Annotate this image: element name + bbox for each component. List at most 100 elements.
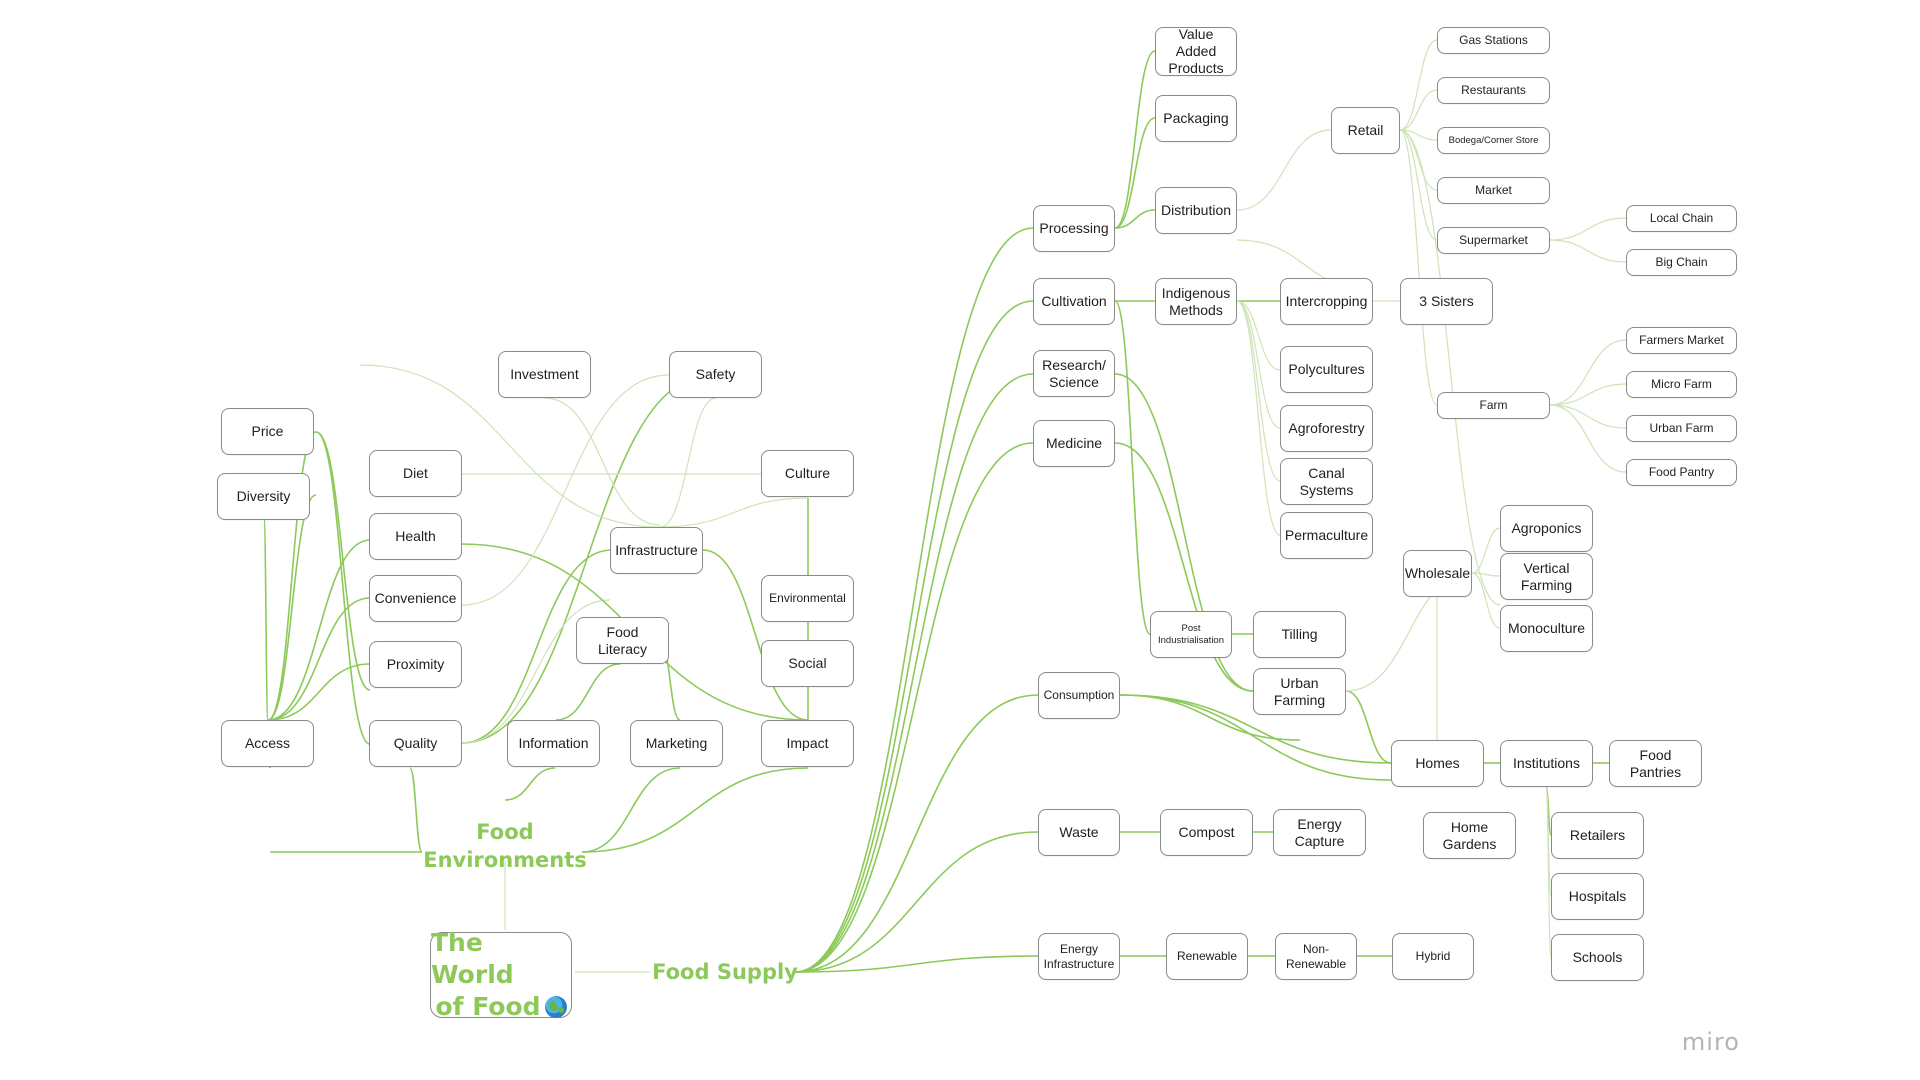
node-consumption[interactable]: Consumption — [1038, 672, 1120, 719]
miro-watermark: miro — [1681, 1028, 1740, 1056]
node-urban-farming[interactable]: Urban Farming — [1253, 668, 1346, 715]
connector-edge — [659, 397, 717, 528]
node-diet[interactable]: Diet — [369, 450, 462, 497]
node-schools[interactable]: Schools — [1551, 934, 1644, 981]
node-3-sisters[interactable]: 3 Sisters — [1400, 278, 1493, 325]
connector-edge — [1471, 572, 1501, 577]
root-node-world-of-food[interactable]: The World of Food — [430, 928, 572, 1021]
connector-edge — [1399, 89, 1438, 131]
node-polycultures[interactable]: Polycultures — [1280, 346, 1373, 393]
node-agroponics[interactable]: Agroponics — [1500, 505, 1593, 552]
node-environmental[interactable]: Environmental — [761, 575, 854, 622]
node-distribution[interactable]: Distribution — [1155, 187, 1237, 234]
node-safety[interactable]: Safety — [669, 351, 762, 398]
node-institutions[interactable]: Institutions — [1500, 740, 1593, 787]
connector-edge — [267, 663, 371, 721]
node-intercropping[interactable]: Intercropping — [1280, 278, 1373, 325]
connector-edge — [267, 494, 317, 721]
connector-edge — [581, 767, 809, 853]
connector-edge — [659, 497, 809, 528]
node-research-science[interactable]: Research/ Science — [1033, 350, 1115, 397]
node-farmers-market[interactable]: Farmers Market — [1626, 327, 1737, 354]
node-hospitals[interactable]: Hospitals — [1551, 873, 1644, 920]
node-micro-farm[interactable]: Micro Farm — [1626, 371, 1737, 398]
node-vertical-farming[interactable]: Vertical Farming — [1500, 553, 1593, 600]
node-health[interactable]: Health — [369, 513, 462, 560]
node-energy-infrastructure[interactable]: Energy Infrastructure — [1038, 933, 1120, 980]
connector-edge — [461, 599, 611, 744]
node-proximity[interactable]: Proximity — [369, 641, 462, 688]
node-restaurants[interactable]: Restaurants — [1437, 77, 1550, 104]
connector-edge — [1399, 129, 1438, 141]
node-big-chain[interactable]: Big Chain — [1626, 249, 1737, 276]
node-access[interactable]: Access — [221, 720, 314, 767]
node-home-gardens[interactable]: Home Gardens — [1423, 812, 1516, 859]
connector-edge — [1399, 39, 1438, 131]
node-market[interactable]: Market — [1437, 177, 1550, 204]
node-packaging[interactable]: Packaging — [1155, 95, 1237, 142]
node-supermarket[interactable]: Supermarket — [1437, 227, 1550, 254]
node-tilling[interactable]: Tilling — [1253, 611, 1346, 658]
branch-food-environments[interactable]: Food Environments — [423, 820, 587, 872]
connector-edge — [1236, 300, 1281, 536]
node-medicine[interactable]: Medicine — [1033, 420, 1115, 467]
node-retail[interactable]: Retail — [1331, 107, 1400, 154]
connector-edge — [794, 831, 1039, 973]
node-hybrid[interactable]: Hybrid — [1392, 933, 1474, 980]
node-information[interactable]: Information — [507, 720, 600, 767]
node-monoculture[interactable]: Monoculture — [1500, 605, 1593, 652]
node-impact[interactable]: Impact — [761, 720, 854, 767]
connector-edge — [409, 767, 423, 853]
node-marketing[interactable]: Marketing — [630, 720, 723, 767]
connector-edge — [267, 597, 371, 721]
node-value-added-products[interactable]: Value Added Products — [1155, 26, 1237, 76]
node-culture[interactable]: Culture — [761, 450, 854, 497]
branch-food-supply[interactable]: Food Supply — [652, 960, 798, 984]
node-gas-stations[interactable]: Gas Stations — [1437, 27, 1550, 54]
connector-edge — [544, 397, 661, 526]
connector-edge — [1236, 300, 1281, 371]
node-food-pantry[interactable]: Food Pantry — [1626, 459, 1737, 486]
node-farm[interactable]: Farm — [1437, 392, 1550, 419]
connector-edge — [1345, 690, 1392, 764]
node-agroforestry[interactable]: Agroforestry — [1280, 405, 1373, 452]
node-bodega-corner-store[interactable]: Bodega/Corner Store — [1437, 127, 1550, 154]
node-canal-systems[interactable]: Canal Systems — [1280, 458, 1373, 505]
connector-edge — [1114, 209, 1156, 229]
node-quality[interactable]: Quality — [369, 720, 462, 767]
node-waste[interactable]: Waste — [1038, 809, 1120, 856]
connector-edge — [1114, 50, 1156, 229]
connector-edge — [1119, 694, 1392, 781]
node-food-literacy[interactable]: Food Literacy — [576, 617, 669, 664]
node-local-chain[interactable]: Local Chain — [1626, 205, 1737, 232]
node-indigenous-methods[interactable]: Indigenous Methods — [1155, 278, 1237, 325]
connector-edge — [1549, 404, 1627, 429]
node-renewable[interactable]: Renewable — [1166, 933, 1248, 980]
node-urban-farm[interactable]: Urban Farm — [1626, 415, 1737, 442]
node-retailers[interactable]: Retailers — [1551, 812, 1644, 859]
node-processing[interactable]: Processing — [1033, 205, 1115, 252]
connector-edge — [1114, 442, 1254, 692]
node-non-renewable[interactable]: Non- Renewable — [1275, 933, 1357, 980]
connector-edge — [794, 300, 1034, 973]
connector-edge — [794, 227, 1034, 973]
node-energy-capture[interactable]: Energy Capture — [1273, 809, 1366, 856]
connector-edge — [1114, 300, 1151, 635]
node-cultivation[interactable]: Cultivation — [1033, 278, 1115, 325]
node-infrastructure[interactable]: Infrastructure — [610, 527, 703, 574]
node-wholesale[interactable]: Wholesale — [1403, 550, 1472, 597]
node-convenience[interactable]: Convenience — [369, 575, 462, 622]
node-diversity[interactable]: Diversity — [217, 473, 310, 520]
connector-edge — [461, 374, 670, 606]
node-price[interactable]: Price — [221, 408, 314, 455]
node-homes[interactable]: Homes — [1391, 740, 1484, 787]
node-social[interactable]: Social — [761, 640, 854, 687]
connector-edge — [504, 767, 556, 801]
node-permaculture[interactable]: Permaculture — [1280, 512, 1373, 559]
node-compost[interactable]: Compost — [1160, 809, 1253, 856]
node-food-pantries[interactable]: Food Pantries — [1609, 740, 1702, 787]
node-post-industrialisation[interactable]: Post Industrialisation — [1150, 611, 1232, 658]
connector-edge — [1236, 300, 1281, 482]
node-investment[interactable]: Investment — [498, 351, 591, 398]
